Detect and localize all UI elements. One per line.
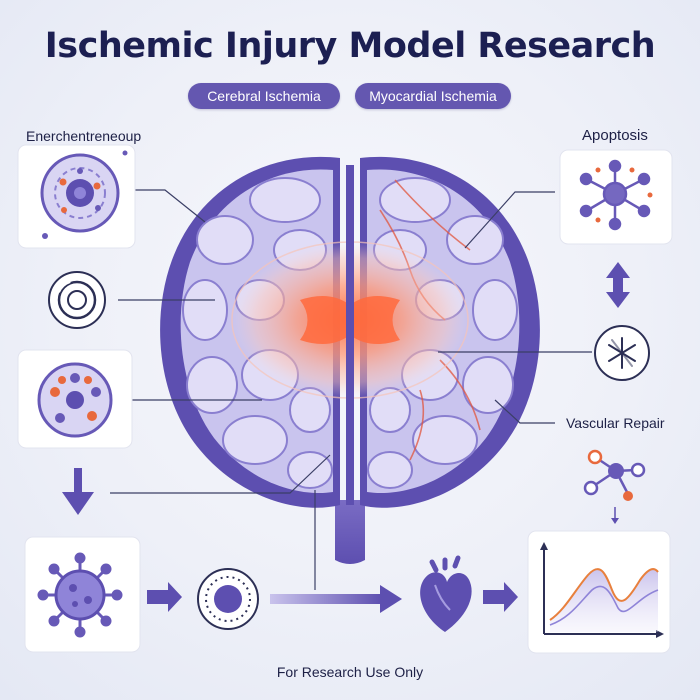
heart-icon [420,555,472,632]
tab-myocardial-ischemia[interactable]: Myocardial Ischemia [355,83,511,109]
brain-illustration [160,156,540,564]
graph-icon [540,542,664,638]
tab-cerebral-ischemia[interactable]: Cerebral Ischemia [188,83,340,109]
label-vascular-repair: Vascular Repair [566,415,665,431]
arrow-right-1 [147,582,182,612]
connector-lines [110,189,592,590]
up-down-arrow-icon [606,262,630,308]
cell-icon [40,150,128,239]
molecule-icon [583,449,646,524]
page-title: Ischemic Injury Model Research [44,26,656,66]
down-arrow-icon [62,468,94,515]
vesicle-cell-icon [37,362,113,438]
arrow-right-2 [483,582,518,612]
brain-stem [335,500,365,564]
network-node-icon [579,159,653,231]
label-left-top: Enerchentreneoup [26,128,142,144]
dotted-cell-icon [197,568,259,630]
long-arrow [270,585,402,613]
virus-cell-icon [37,552,123,638]
label-apoptosis: Apoptosis [582,127,648,144]
footer-note: For Research Use Only [276,664,424,680]
asterisk-icon [594,325,650,381]
ring-icon [48,271,106,329]
